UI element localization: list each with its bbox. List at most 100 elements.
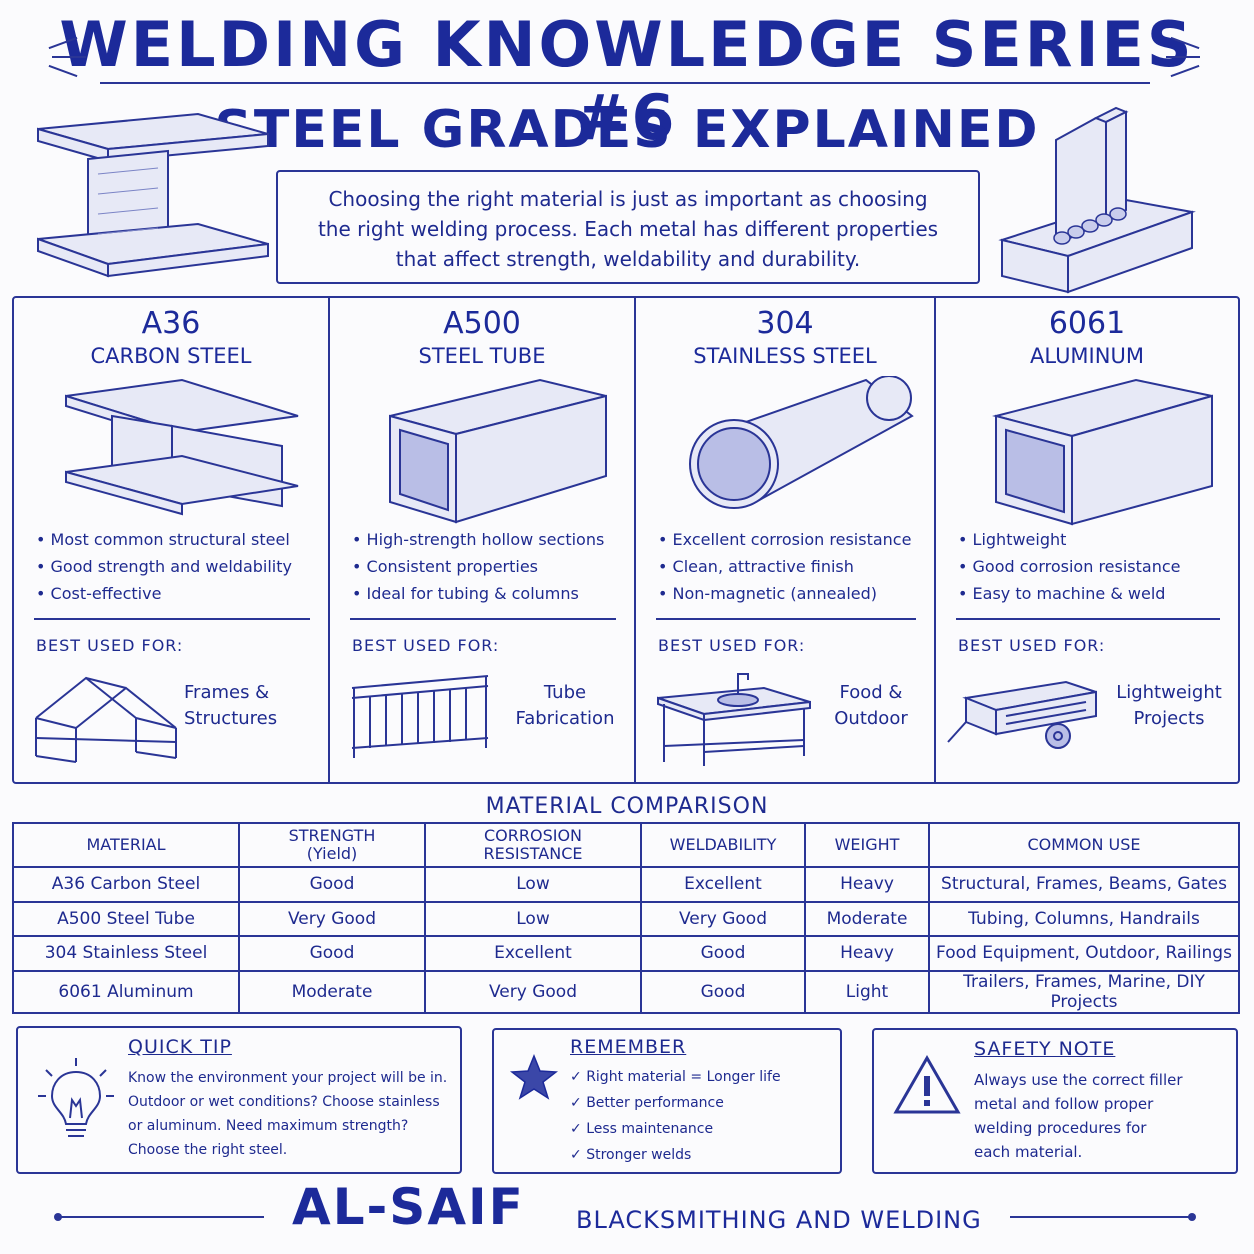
best-used-text: Lightweight Projects xyxy=(1114,680,1224,732)
grade-bullets: High-strength hollow sections Consistent… xyxy=(352,526,605,607)
frame-structure-icon xyxy=(35,676,177,763)
safety-line: welding procedures for xyxy=(974,1119,1147,1137)
bullet-item: Good strength and weldability xyxy=(36,553,292,580)
grade-card-304: 304 STAINLESS STEEL Excellent corrosion … xyxy=(634,298,934,782)
grade-name: STAINLESS STEEL xyxy=(693,344,877,368)
col-header-material: MATERIAL xyxy=(12,822,240,868)
warning-icon xyxy=(893,1054,961,1114)
table-row: 6061 Aluminum Moderate Very Good Good Li… xyxy=(12,969,1240,1014)
bullet-item: Cost-effective xyxy=(36,580,292,607)
best-used-line: Outdoor xyxy=(834,708,908,729)
divider xyxy=(34,618,310,620)
best-used-label: BEST USED FOR: xyxy=(658,636,806,655)
best-used-line: Frames & xyxy=(184,682,270,703)
bullet-item: Non-magnetic (annealed) xyxy=(658,580,911,607)
best-used-label: BEST USED FOR: xyxy=(352,636,500,655)
col-header-strength: STRENGTH(Yield) xyxy=(238,822,426,868)
tip-line: Outdoor or wet conditions? Choose stainl… xyxy=(128,1094,440,1110)
footer-dot xyxy=(1188,1213,1196,1221)
grades-panel: A36 CARBON STEEL Most common structural … xyxy=(12,296,1240,784)
bullet-item: High-strength hollow sections xyxy=(352,526,605,553)
table-cell: Good xyxy=(640,969,806,1014)
quick-tip-title: QUICK TIP xyxy=(128,1036,232,1058)
table-cell: Moderate xyxy=(804,900,930,937)
best-used-text: Frames & Structures xyxy=(184,680,304,732)
remember-title: REMEMBER xyxy=(570,1036,687,1058)
railing-icon xyxy=(351,675,489,758)
sink-table-icon xyxy=(657,673,811,766)
bullet-item: Clean, attractive finish xyxy=(658,553,911,580)
grade-card-a500: A500 STEEL TUBE High-strength hollow sec… xyxy=(328,298,634,782)
tip-line: Know the environment your project will b… xyxy=(128,1070,448,1086)
safety-line: metal and follow proper xyxy=(974,1095,1154,1113)
table-cell: Low xyxy=(424,866,642,903)
grade-bullets: Lightweight Good corrosion resistance Ea… xyxy=(958,526,1181,607)
table-cell: 6061 Aluminum xyxy=(12,969,240,1014)
best-used-text: Food & Outdoor xyxy=(826,680,916,732)
best-used-line: Food & xyxy=(839,682,903,703)
grade-code: A500 xyxy=(443,306,521,341)
table-cell: Good xyxy=(238,935,426,972)
divider xyxy=(656,618,916,620)
best-used-line: Fabrication xyxy=(515,708,615,729)
quick-tip-text: Know the environment your project will b… xyxy=(128,1066,447,1162)
bullet-item: Lightweight xyxy=(958,526,1181,553)
best-used-line: Structures xyxy=(184,708,278,729)
brand-tagline: BLACKSMITHING AND WELDING xyxy=(576,1206,982,1234)
best-used-label: BEST USED FOR: xyxy=(958,636,1106,655)
footer-rule xyxy=(1010,1216,1192,1218)
grade-code: 6061 xyxy=(1048,306,1126,341)
grade-bullets: Most common structural steel Good streng… xyxy=(36,526,292,607)
check-item: Stronger welds xyxy=(570,1142,781,1168)
divider xyxy=(350,618,616,620)
table-cell: Structural, Frames, Beams, Gates xyxy=(928,866,1240,903)
check-item: Right material = Longer life xyxy=(570,1064,780,1090)
col-header-common-use: COMMON USE xyxy=(928,822,1240,868)
table-cell: 304 Stainless Steel xyxy=(12,935,240,972)
star-icon xyxy=(510,1054,558,1100)
i-beam-icon xyxy=(65,378,299,516)
safety-note-box: SAFETY NOTE Always use the correct fille… xyxy=(872,1028,1238,1174)
brand-name: AL-SAIF xyxy=(292,1178,525,1236)
bullet-item: Consistent properties xyxy=(352,553,604,580)
remember-list: Right material = Longer life Better perf… xyxy=(570,1064,781,1168)
footer-rule xyxy=(58,1216,264,1218)
table-title: MATERIAL COMPARISON xyxy=(485,794,769,819)
table-cell: Excellent xyxy=(424,935,642,972)
table-cell: Good xyxy=(238,866,426,903)
weld-joint-illustration xyxy=(998,106,1196,294)
quick-tip-box: QUICK TIP Know the environment your proj… xyxy=(16,1026,462,1174)
title-underline xyxy=(100,82,1150,84)
grade-name: CARBON STEEL xyxy=(90,344,252,368)
accent-mark xyxy=(1166,56,1200,58)
table-row: A500 Steel Tube Very Good Low Very Good … xyxy=(12,900,1240,937)
table-cell: Heavy xyxy=(804,866,930,903)
best-used-line: Projects xyxy=(1133,708,1205,729)
best-used-text: Tube Fabrication xyxy=(510,680,620,732)
intro-line: the right welding process. Each metal ha… xyxy=(317,217,939,241)
check-item: Less maintenance xyxy=(570,1116,781,1142)
page-title: WELDING KNOWLEDGE SERIES #6 xyxy=(59,8,1195,154)
table-cell: Very Good xyxy=(424,969,642,1014)
intro-line: Choosing the right material is just as i… xyxy=(328,187,928,211)
rectangular-tube-icon xyxy=(992,378,1213,526)
grade-card-6061: 6061 ALUMINUM Lightweight Good corrosion… xyxy=(934,298,1238,782)
col-header-weldability: WELDABILITY xyxy=(640,822,806,868)
col-header-weight: WEIGHT xyxy=(804,822,930,868)
table-cell: A500 Steel Tube xyxy=(12,900,240,937)
tip-line: Choose the right steel. xyxy=(128,1142,288,1158)
check-item: Better performance xyxy=(570,1090,781,1116)
grade-code: A36 xyxy=(141,306,201,341)
safety-note-title: SAFETY NOTE xyxy=(974,1038,1116,1060)
safety-line: Always use the correct filler xyxy=(974,1071,1183,1089)
table-cell: Heavy xyxy=(804,935,930,972)
page-subtitle: STEEL GRADES EXPLAINED xyxy=(214,100,1040,160)
grade-code: 304 xyxy=(756,306,814,341)
bullet-item: Ideal for tubing & columns xyxy=(352,580,604,607)
tip-line: or aluminum. Need maximum strength? xyxy=(128,1118,409,1134)
grade-name: ALUMINUM xyxy=(1030,344,1144,368)
table-cell: Good xyxy=(640,935,806,972)
table-cell: A36 Carbon Steel xyxy=(12,866,240,903)
